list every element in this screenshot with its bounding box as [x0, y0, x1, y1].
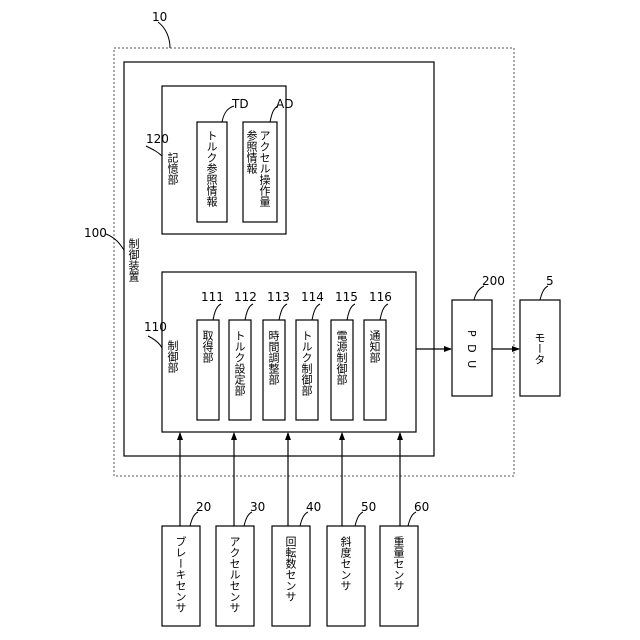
control-device-label: 制御装置	[128, 238, 139, 282]
sensor-30-leader	[244, 512, 252, 526]
block-116-leader	[380, 304, 388, 320]
control-unit-leader	[148, 336, 162, 348]
block-111-leader	[213, 304, 221, 320]
pdu-label: P D U	[466, 330, 477, 370]
block-113-leader	[279, 304, 287, 320]
block-113-number: 113	[267, 290, 290, 304]
sensor-50-number: 50	[361, 500, 376, 514]
sensor-30-number: 30	[250, 500, 265, 514]
sensor-20-leader	[190, 512, 198, 526]
block-114-number: 114	[301, 290, 324, 304]
system-boundary	[114, 48, 514, 476]
storage-number: 120	[146, 132, 169, 146]
td-code: TD	[232, 97, 249, 111]
sensor-40-label: 回転数センサ	[285, 536, 296, 602]
block-114-leader	[312, 304, 320, 320]
block-115-leader	[347, 304, 355, 320]
motor-leader	[540, 286, 548, 300]
block-114-label: トルク制御部	[301, 330, 312, 396]
control-unit-number: 110	[144, 320, 167, 334]
block-113-label: 時間調整部	[268, 330, 279, 385]
system-leader	[158, 22, 170, 48]
control-unit-label: 制御部	[167, 340, 178, 373]
block-111-label: 取得部	[202, 330, 213, 363]
block-116-number: 116	[369, 290, 392, 304]
sensor-20-number: 20	[196, 500, 211, 514]
control-device-leader	[106, 234, 124, 250]
sensor-40-leader	[300, 512, 308, 526]
accel-ref-label-line1: アクセル操作量	[259, 130, 270, 207]
block-111-number: 111	[201, 290, 224, 304]
sensor-60-number: 60	[414, 500, 429, 514]
sensor-50-label: 斜度センサ	[340, 536, 351, 591]
sensor-30-label: アクセルセンサ	[229, 536, 240, 613]
sensor-60-leader	[408, 512, 416, 526]
torque-ref-label: トルク参照情報	[206, 130, 217, 207]
ad-code: AD	[276, 97, 293, 111]
block-116-label: 通知部	[369, 330, 380, 363]
control-device-number: 100	[84, 226, 107, 240]
sensor-60-label: 重量センサ	[393, 536, 404, 591]
sensor-40-number: 40	[306, 500, 321, 514]
storage-label: 記憶部	[167, 152, 178, 185]
motor-number: 5	[546, 274, 554, 288]
block-112-number: 112	[234, 290, 257, 304]
sensor-20-label: ブレーキセンサ	[175, 536, 186, 613]
block-112-leader	[245, 304, 253, 320]
block-115-number: 115	[335, 290, 358, 304]
system-number: 10	[152, 10, 167, 24]
pdu-number: 200	[482, 274, 505, 288]
control-device-box	[124, 62, 434, 456]
pdu-leader	[474, 286, 484, 300]
block-115-label: 電源制御部	[336, 330, 347, 385]
motor-label: モータ	[534, 332, 545, 365]
block-112-label: トルク設定部	[234, 330, 245, 396]
storage-leader	[146, 146, 162, 156]
sensor-50-leader	[355, 512, 363, 526]
accel-ref-label-line2: 参照情報	[246, 130, 257, 174]
